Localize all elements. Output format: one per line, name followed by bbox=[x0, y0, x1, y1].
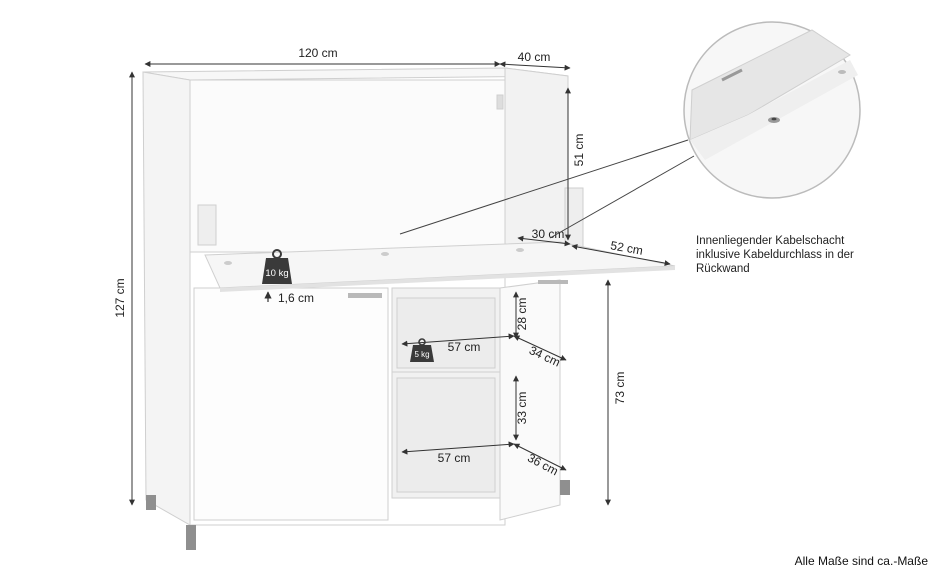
note-line: Rückwand bbox=[696, 263, 750, 275]
depth-label: 40 cm bbox=[518, 50, 551, 64]
cable-duct-note: Innenliegender Kabelschacht inklusive Ka… bbox=[696, 234, 854, 276]
flap-inner-label: 30 cm bbox=[532, 227, 565, 241]
shelf-height-bottom-label: 33 cm bbox=[515, 392, 529, 425]
table-height-label: 73 cm bbox=[613, 372, 627, 405]
upper-height-label: 51 cm bbox=[572, 134, 586, 167]
cabinet-body bbox=[142, 67, 584, 526]
shelf-depth-bottom-dim-line bbox=[513, 443, 567, 471]
depth-dim-line bbox=[499, 61, 571, 71]
shelf-width-bottom-dim-line bbox=[401, 441, 515, 455]
note-line: Innenliegender Kabelschacht bbox=[696, 235, 845, 247]
flap-depth-label: 52 cm bbox=[609, 238, 644, 257]
shelf-height-top-label: 28 cm bbox=[515, 298, 529, 331]
cabinet-legs bbox=[146, 480, 570, 550]
cable-duct-detail bbox=[399, 21, 861, 239]
shelf-width-top-label: 57 cm bbox=[448, 340, 481, 354]
flap-depth-dim-line bbox=[571, 244, 671, 266]
writing-flap bbox=[204, 241, 676, 297]
footer-note: Alle Maße sind ca.-Maße bbox=[794, 554, 928, 568]
shelf-depth-top-dim-line bbox=[513, 335, 567, 361]
note-line: inklusive Kabeldurchlass in der bbox=[696, 249, 854, 261]
shelf-load-label: 5 kg bbox=[414, 350, 429, 359]
flap-inner-dim-line bbox=[517, 235, 571, 247]
flap-thickness-label: 1,6 cm bbox=[278, 291, 314, 305]
weight-icon: 10 kg bbox=[262, 249, 292, 284]
weight-icon: 5 kg bbox=[410, 338, 434, 362]
height-label: 127 cm bbox=[113, 278, 127, 317]
shelf-width-bottom-label: 57 cm bbox=[438, 451, 471, 465]
shelf-width-top-dim-line bbox=[401, 333, 515, 347]
flap-load-label: 10 kg bbox=[265, 268, 288, 279]
width-label: 120 cm bbox=[298, 46, 337, 60]
